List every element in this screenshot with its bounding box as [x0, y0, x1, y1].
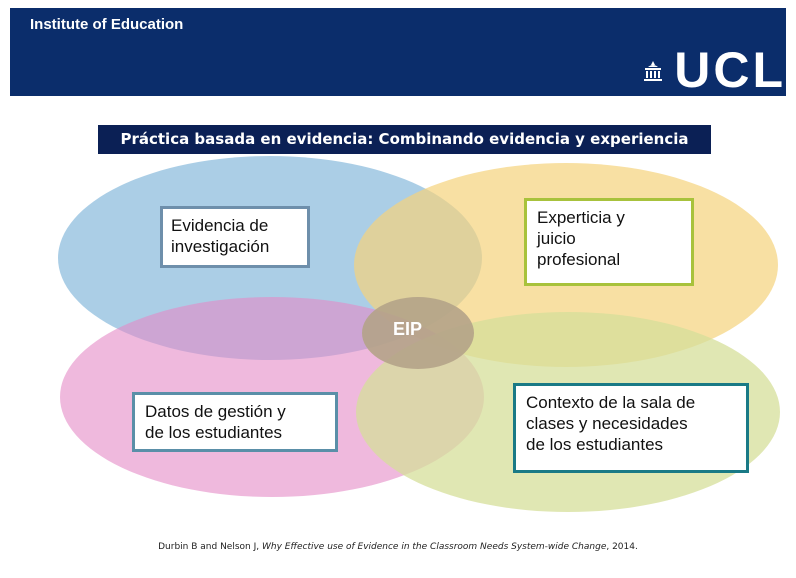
box-research-evidence: Evidencia de investigación [160, 206, 310, 268]
box-research-line1: Evidencia de [171, 216, 269, 235]
center-label: EIP [393, 319, 423, 339]
box-research-line2: investigación [171, 237, 270, 256]
citation-year: , 2014. [606, 542, 638, 552]
box-expertise-line2: juicio [537, 229, 576, 248]
portico-icon [644, 61, 663, 81]
header-title: Institute of Education [30, 16, 184, 33]
box-context-line3: de los estudiantes [526, 435, 664, 454]
box-student-data: Datos de gestión y de los estudiantes [132, 392, 338, 452]
citation-authors: Durbin B and Nelson J, [158, 542, 262, 552]
center-overlap [362, 297, 474, 369]
header-bar: Institute of Education UCL [10, 8, 786, 96]
box-expertise-line3: profesional [537, 250, 621, 269]
ucl-logo: UCL [642, 44, 786, 96]
box-data-line2: de los estudiantes [145, 423, 283, 442]
box-professional-expertise: Experticia y juicio profesional [524, 198, 694, 286]
slide-title-banner: Práctica basada en evidencia: Combinando… [98, 125, 711, 154]
box-data-line1: Datos de gestión y [145, 402, 286, 421]
box-context-line1: Contexto de la sala de [526, 393, 696, 412]
logo-text: UCL [674, 42, 786, 98]
citation-title: Why Effective use of Evidence in the Cla… [261, 542, 607, 552]
box-expertise-line1: Experticia y [537, 208, 625, 227]
citation: Durbin B and Nelson J, Why Effective use… [0, 542, 796, 552]
box-context-line2: clases y necesidades [526, 414, 688, 433]
box-classroom-context: Contexto de la sala de clases y necesida… [513, 383, 749, 473]
